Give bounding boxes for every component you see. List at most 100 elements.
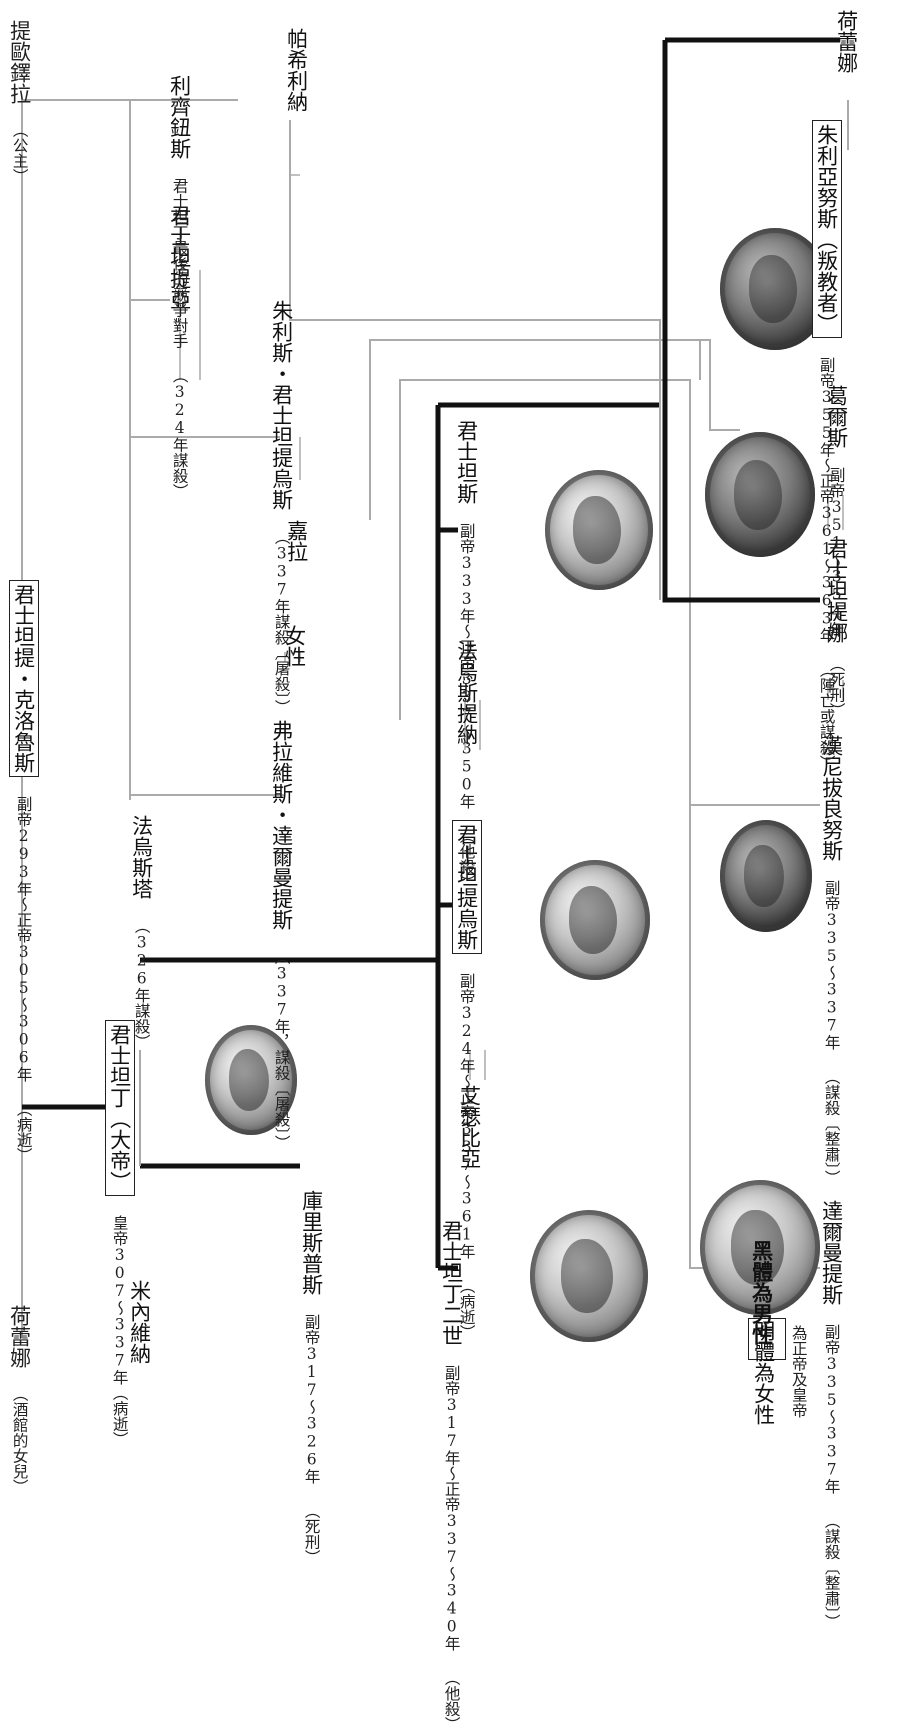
- licinius-name: 利齊鈕斯: [167, 75, 192, 159]
- constans-name: 君士坦斯: [454, 420, 479, 504]
- legend-box-caption: 為正帝及皇帝: [789, 1325, 808, 1418]
- julian-name: 朱利亞努斯（叛教者）: [811, 120, 842, 338]
- constantius-ii-name: 君士坦提烏斯: [451, 820, 482, 954]
- helena-elder-note: （酒館的女兒）: [10, 1386, 29, 1495]
- fausta: 法烏斯塔 （326年謀殺）: [129, 815, 154, 1050]
- line-julius-basilina: [289, 120, 661, 600]
- constantia: 君士坦提亞: [167, 205, 192, 310]
- dalmatius-elder-note: （337年，謀殺〔屠殺〕）: [272, 949, 291, 1151]
- fausta-note: （326年謀殺）: [132, 918, 151, 1050]
- basilina: 帕希利納: [284, 28, 309, 112]
- hannibalianus-fate: （謀殺〔整肅〕）: [822, 1069, 841, 1186]
- coin-julian: [720, 228, 830, 350]
- constantine-great: 君士坦丁（大帝） 皇帝307～337年（病逝）: [104, 1020, 135, 1447]
- constantine-ii-name: 君士坦丁二世: [439, 1220, 464, 1346]
- helena-elder: 荷蕾娜 （酒館的女兒）: [7, 1305, 32, 1495]
- dalmatius-elder: 弗拉維斯・達爾曼提斯 （337年，謀殺〔屠殺〕）: [269, 720, 294, 1151]
- theodora: 提歐鐸拉 （公主）: [7, 20, 32, 184]
- hannibalianus-name: 漢尼拔良努斯: [819, 735, 844, 861]
- hannibalianus: 漢尼拔良努斯 副帝335～337年 （謀殺〔整肅〕）: [819, 735, 844, 1186]
- constantine-great-reign: 皇帝307～337年（病逝）: [110, 1215, 129, 1447]
- female-name: 女性: [282, 625, 307, 667]
- line-dalmatius-marriage: [827, 680, 844, 700]
- coin-constantius-ii: [540, 860, 650, 980]
- dalmatius-name: 達爾曼提斯: [819, 1200, 844, 1305]
- dalmatius-elder-name: 弗拉維斯・達爾曼提斯: [269, 720, 294, 930]
- fausta-name: 法烏斯塔: [129, 815, 154, 899]
- licinius: 利齊鈕斯 君士坦丁最後的競爭對手 （324年謀殺）: [167, 75, 192, 500]
- constantine-ii-fate: （他殺）: [442, 1670, 461, 1732]
- gallus-name: 葛爾斯: [824, 385, 849, 448]
- faustina-name: 法烏斯提納: [454, 640, 479, 745]
- constantius-chlorus-reign: 副帝293年～正帝305～306年: [14, 796, 33, 1082]
- helena-younger-name: 荷蕾娜: [834, 10, 859, 73]
- crispus-reign: 副帝317～326年: [302, 1314, 321, 1484]
- legend-emperor: 為正帝及皇帝: [789, 1325, 808, 1418]
- minervina-name: 米內維納: [127, 1280, 152, 1364]
- coin-constantine-ii: [530, 1210, 648, 1342]
- licinius-fate: （324年謀殺）: [170, 367, 189, 500]
- julian: 朱利亞努斯（叛教者） 副帝355年～正帝361～363年 （陣亡或謀殺）: [811, 120, 842, 771]
- gallus-fate: （死刑）: [827, 656, 846, 718]
- coin-constantine-great: [205, 1025, 297, 1135]
- legend-male: 黑體為男性: [749, 1240, 775, 1345]
- constantina-name: 君士坦提娜: [824, 538, 849, 643]
- helena-elder-name: 荷蕾娜: [7, 1305, 32, 1368]
- line-constantia-licinius: [179, 270, 201, 380]
- helena-younger: 荷蕾娜: [834, 10, 859, 73]
- basilina-name: 帕希利納: [284, 28, 309, 112]
- gallus: 葛爾斯 副帝351～354年 （死刑）: [824, 385, 849, 718]
- galla: 嘉拉: [284, 520, 309, 562]
- minervina: 米內維納: [127, 1280, 152, 1364]
- line-galla-gallus: [369, 339, 740, 520]
- constantine-ii-reign: 副帝317年～正帝337～340年: [442, 1365, 461, 1651]
- constantine-great-name: 君士坦丁（大帝）: [104, 1020, 135, 1196]
- constantius-ii-fate: （病逝）: [457, 1278, 476, 1340]
- line-female-marriage: [284, 652, 301, 662]
- legend-box-swatch: [748, 1318, 786, 1360]
- line-julian-bold: [662, 40, 820, 603]
- licinius-note: 君士坦丁最後的競爭對手: [170, 178, 189, 349]
- constantius-chlorus-fate: （病逝）: [14, 1101, 33, 1163]
- eusebia: 艾瑟比亞: [457, 1085, 482, 1169]
- constantina: 君士坦提娜: [824, 538, 849, 643]
- crispus-fate: （死刑）: [302, 1503, 321, 1565]
- legend-bold-label: 黑體為男性: [749, 1240, 775, 1345]
- dalmatius-fate: （謀殺〔整肅〕）: [822, 1513, 841, 1630]
- theodora-name: 提歐鐸拉: [7, 20, 32, 104]
- theodora-note: （公主）: [10, 122, 29, 184]
- hannibalianus-reign: 副帝335～337年: [822, 880, 841, 1050]
- eusebia-name: 艾瑟比亞: [457, 1085, 482, 1169]
- julius-constantius: 朱利斯・君士坦提烏斯 （337年謀殺〔屠殺〕）: [269, 300, 294, 715]
- julian-fate: （陣亡或謀殺）: [817, 662, 836, 771]
- galla-name: 嘉拉: [284, 520, 309, 562]
- julian-reign: 副帝355年～正帝361～363年: [817, 357, 836, 643]
- constantius-chlorus-name: 君士坦提・克洛魯斯: [8, 580, 39, 777]
- gallus-reign: 副帝351～354年: [827, 467, 846, 637]
- constantia-name: 君士坦提亞: [167, 205, 192, 310]
- line-faustina-marriage: [464, 700, 481, 750]
- constans: 君士坦斯 副帝333年～正帝337～350年 （他殺）: [454, 420, 479, 890]
- constans-reign: 副帝333年～正帝337～350年: [457, 523, 476, 809]
- julius-constantius-note: （337年謀殺〔屠殺〕）: [272, 529, 291, 715]
- coin-gallus: [705, 432, 815, 557]
- constantius-ii-reign: 副帝324年～正帝337～361年: [457, 973, 476, 1259]
- constantius-chlorus: 君士坦提・克洛魯斯 副帝293年～正帝305～306年 （病逝）: [8, 580, 39, 1163]
- constantius-ii: 君士坦提烏斯 副帝324年～正帝337～361年 （病逝）: [451, 820, 482, 1340]
- crispus: 庫里斯普斯 副帝317～326年 （死刑）: [299, 1190, 324, 1565]
- line-gallus-marriage: [827, 495, 844, 530]
- faustina: 法烏斯提納: [454, 640, 479, 745]
- dalmatius-reign: 副帝335～337年: [822, 1324, 841, 1494]
- coin-constans: [545, 470, 653, 590]
- legend-box-label: 明體為女性: [751, 1320, 776, 1425]
- dalmatius: 達爾曼提斯 副帝335～337年 （謀殺〔整肅〕）: [819, 1200, 844, 1630]
- crispus-name: 庫里斯普斯: [299, 1190, 324, 1295]
- legend-female: 明體為女性: [751, 1320, 776, 1425]
- coin-hannibalianus: [720, 820, 812, 932]
- coin-dalmatius: [700, 1180, 820, 1315]
- line-eusebia-marriage: [469, 1050, 486, 1080]
- female: 女性: [282, 625, 307, 667]
- julius-constantius-name: 朱利斯・君士坦提烏斯: [269, 300, 294, 510]
- family-tree-lines: [21, 37, 849, 1338]
- constans-fate: （他殺）: [457, 828, 476, 890]
